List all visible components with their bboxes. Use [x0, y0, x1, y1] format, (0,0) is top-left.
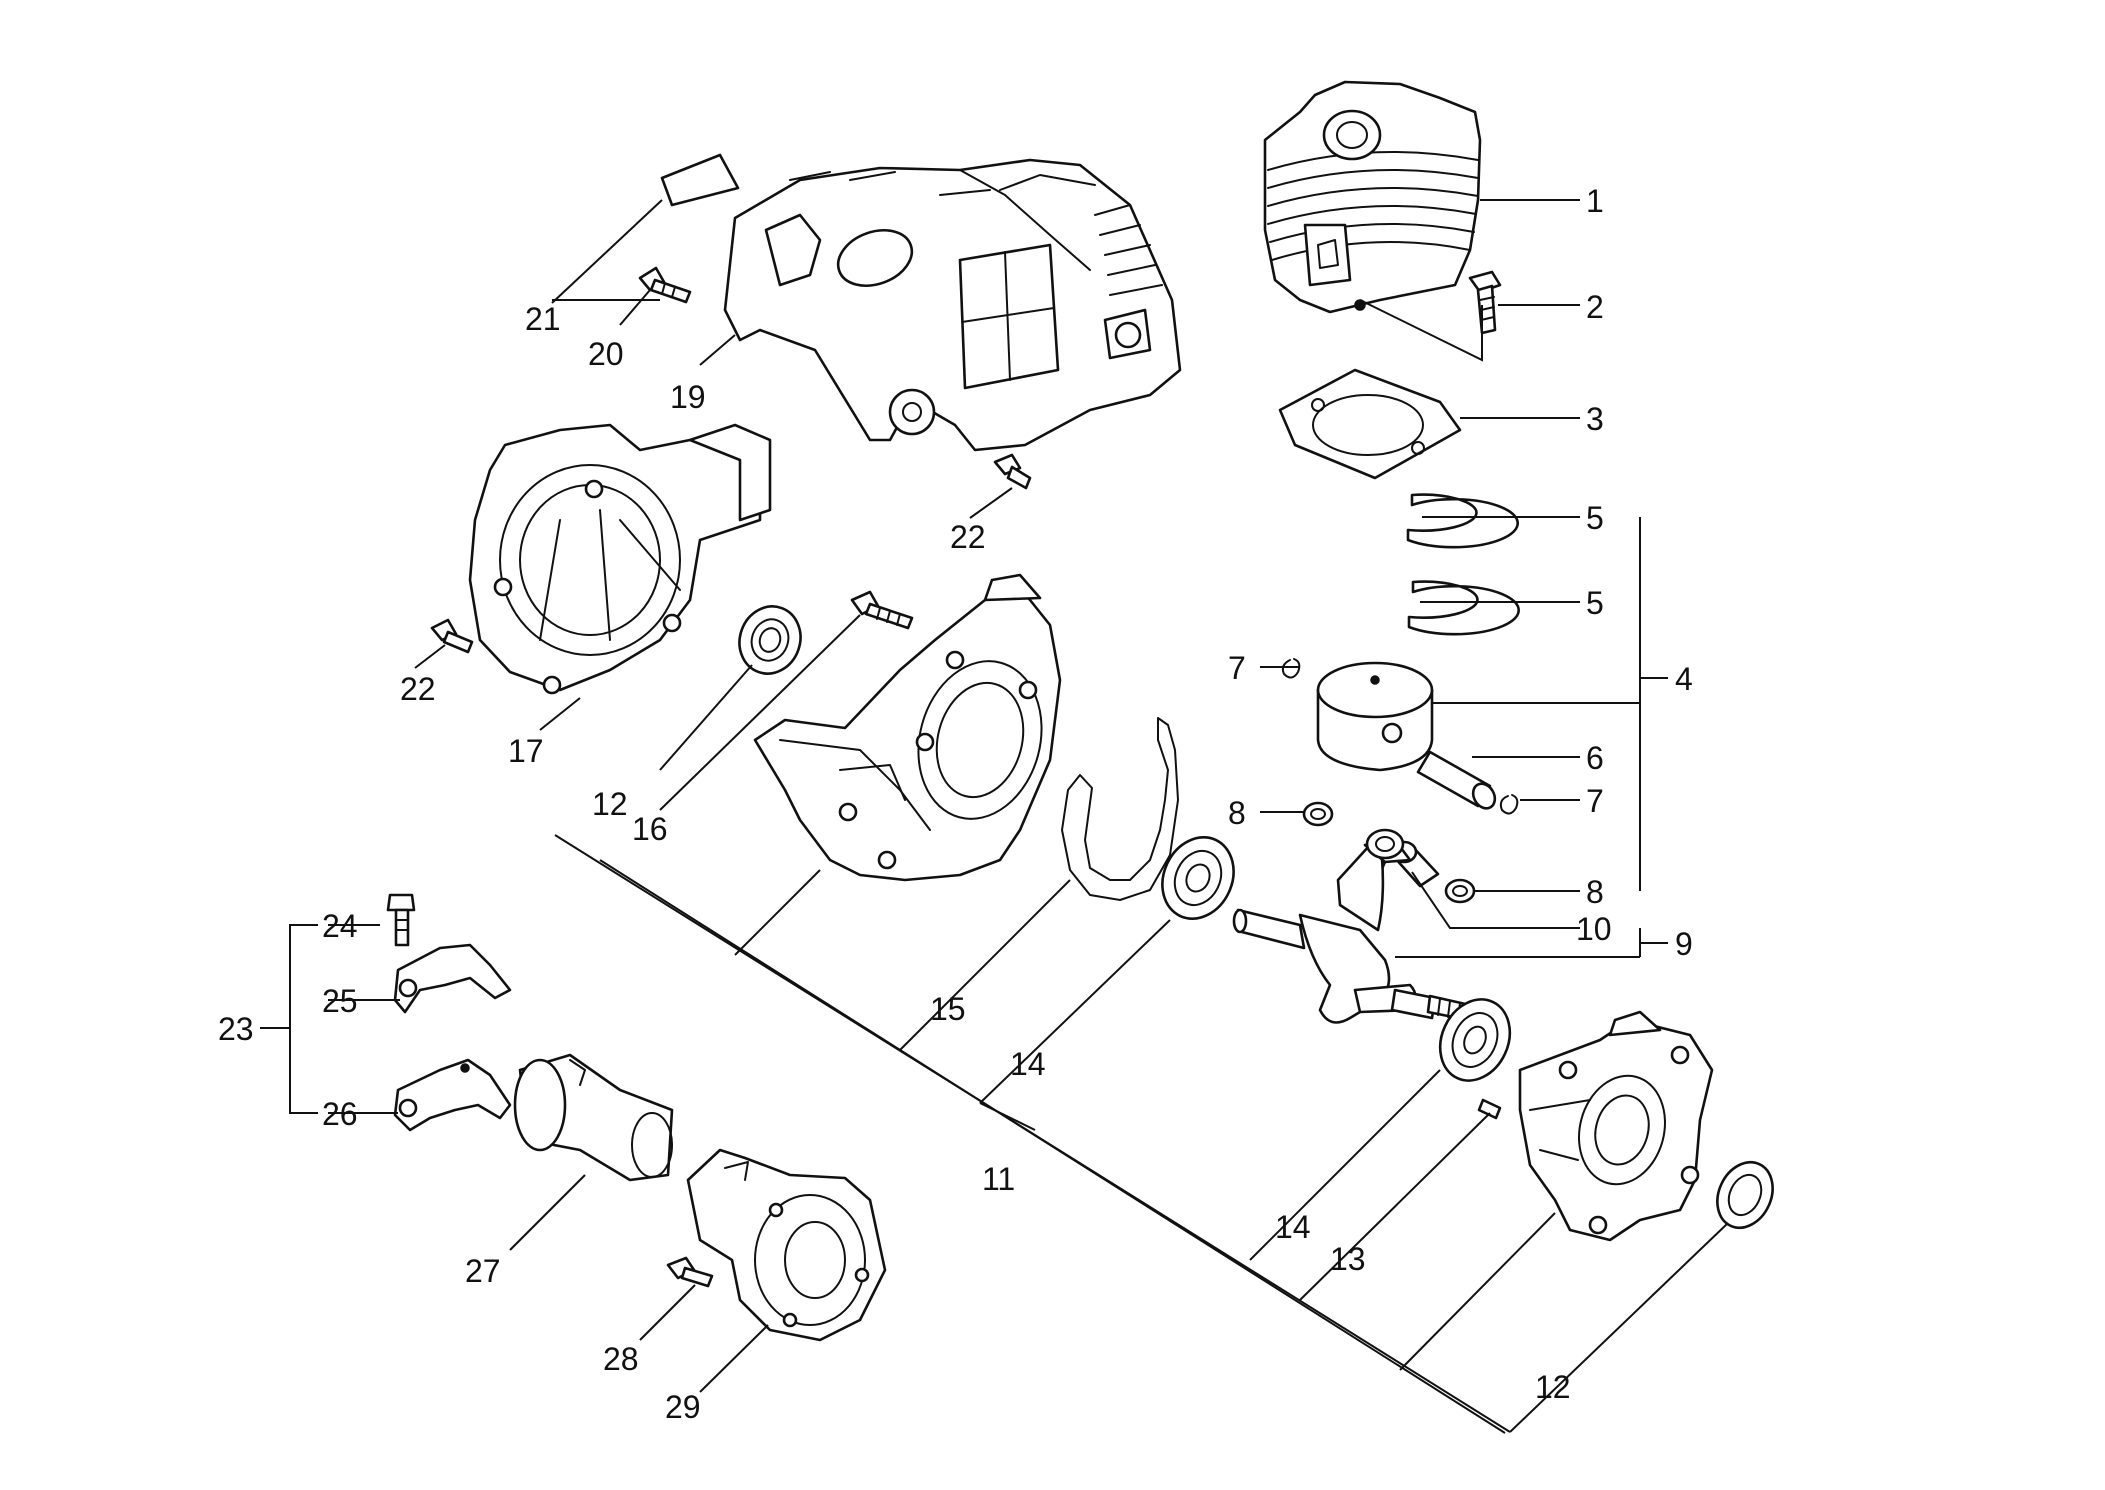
callout-8-right: 8	[1586, 874, 1604, 910]
clamp-26	[393, 1058, 512, 1132]
callout-11: 11	[982, 1161, 1015, 1197]
piston-ring-lower	[1407, 580, 1521, 636]
callout-7-right: 7	[1586, 783, 1604, 819]
callout-19: 19	[670, 379, 706, 415]
circlip-upper	[1281, 658, 1301, 679]
callout-16: 16	[632, 811, 668, 847]
clutch-housing-29	[686, 1148, 887, 1342]
screw-16	[850, 590, 914, 630]
crankcase	[753, 573, 1062, 882]
callout-14-lower: 14	[1275, 1209, 1311, 1245]
callout-22-upper: 22	[950, 519, 986, 555]
callout-15: 15	[930, 991, 966, 1027]
cylinder-gasket	[1278, 368, 1462, 480]
callout-5-upper: 5	[1586, 500, 1604, 536]
needle-bearing-small	[1302, 801, 1334, 827]
clutch-drum-27	[513, 1053, 674, 1182]
crankcase-right-half	[1518, 1010, 1714, 1242]
oil-seal-left	[738, 605, 802, 675]
callout-labels: 1 2 3 5 5 4 7 6 7 8 8 10 9 21 20 19 22 2…	[218, 183, 1693, 1425]
callout-20: 20	[588, 336, 624, 372]
callout-1: 1	[1586, 183, 1604, 219]
callout-29: 29	[665, 1389, 701, 1425]
callout-3: 3	[1586, 401, 1604, 437]
callout-14-upper: 14	[1010, 1046, 1046, 1082]
screw-28	[666, 1256, 714, 1288]
callout-23: 23	[218, 1011, 254, 1047]
callout-4: 4	[1675, 661, 1693, 697]
engine-cover	[723, 158, 1182, 452]
cylinder-bolt	[1468, 270, 1502, 335]
piston-pin	[1416, 750, 1497, 810]
dowel-pin	[1477, 1098, 1502, 1120]
callout-21: 21	[525, 301, 561, 337]
circlip-lower	[1499, 794, 1519, 815]
screw-22-left	[430, 618, 474, 654]
callout-7-left: 7	[1228, 650, 1246, 686]
callout-12-lower: 12	[1535, 1369, 1571, 1405]
needle-bearing-small-2	[1444, 878, 1476, 904]
ball-bearing-right	[1438, 998, 1512, 1082]
callout-26: 26	[322, 1096, 358, 1132]
callout-17: 17	[508, 733, 544, 769]
cylinder	[1263, 80, 1482, 314]
crankshaft	[1232, 828, 1472, 1024]
crankcase-gasket	[1061, 717, 1179, 901]
bolt-24	[386, 893, 416, 947]
callout-10: 10	[1576, 911, 1612, 947]
callout-8-left: 8	[1228, 795, 1246, 831]
oil-seal-right	[1716, 1160, 1774, 1230]
callout-12-upper: 12	[592, 786, 628, 822]
clamp-25	[393, 943, 512, 1014]
callout-24: 24	[322, 908, 358, 944]
callout-28: 28	[603, 1341, 639, 1377]
piston-ring-upper	[1406, 493, 1520, 549]
screw-20	[638, 266, 692, 304]
callout-2: 2	[1586, 289, 1604, 325]
leader-lines	[260, 199, 1729, 1434]
cover-decal	[660, 153, 740, 207]
callout-22-left: 22	[400, 671, 436, 707]
callout-27: 27	[465, 1253, 501, 1289]
callout-25: 25	[322, 983, 358, 1019]
ball-bearing-left	[1161, 836, 1235, 920]
callout-6: 6	[1586, 740, 1604, 776]
callout-5-lower: 5	[1586, 585, 1604, 621]
screw-22-upper	[993, 453, 1032, 490]
fan-housing	[468, 423, 772, 695]
callout-13: 13	[1330, 1241, 1366, 1277]
callout-9: 9	[1675, 926, 1693, 962]
piston	[1316, 661, 1434, 772]
